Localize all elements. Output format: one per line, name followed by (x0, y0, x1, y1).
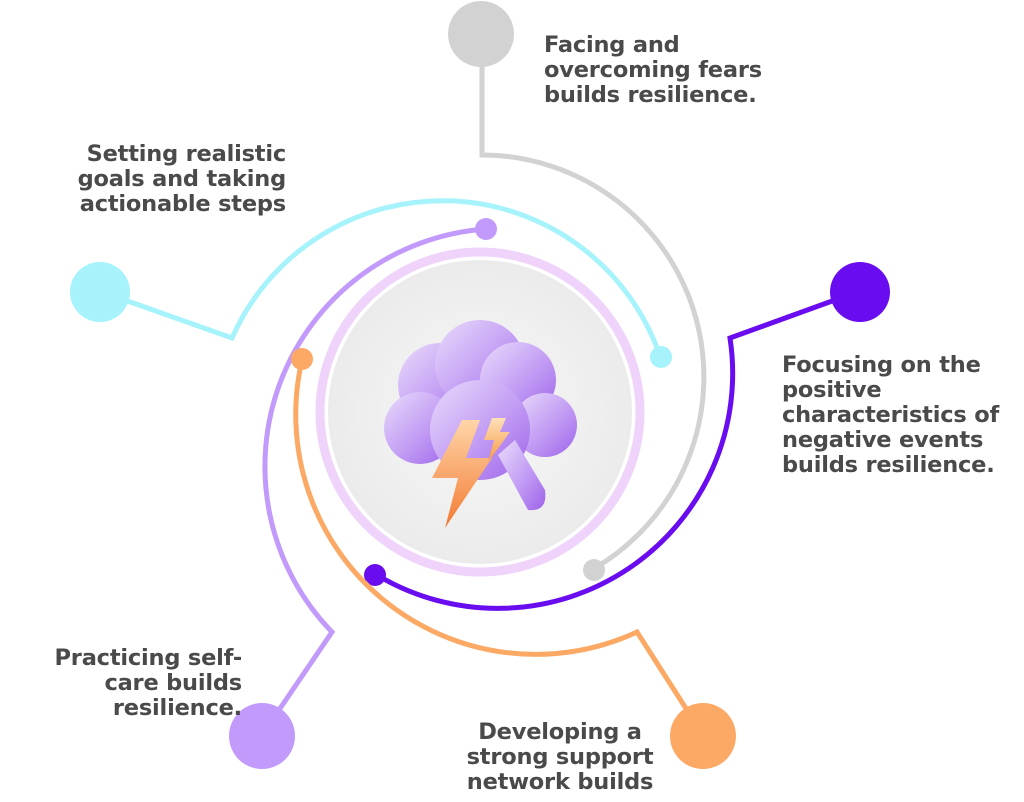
connector-selfcare-line (259, 226, 489, 738)
node-positive (830, 262, 890, 322)
node-goals (70, 262, 130, 322)
node-selfcare (229, 703, 295, 769)
label-support: Developing a strong support network buil… (466, 719, 654, 795)
connector-support (291, 348, 736, 769)
end-dot-support (291, 348, 313, 370)
end-dot-selfcare (475, 218, 497, 240)
node-support (670, 703, 736, 769)
connector-fears-line (479, 57, 707, 571)
storm-cloud-lightning-icon (384, 320, 577, 528)
label-positive: Focusing on the positive characteristics… (782, 352, 1000, 478)
label-goals: Setting realistic goals and taking actio… (77, 141, 287, 217)
connector-positive-line (374, 289, 860, 611)
label-selfcare: Practicing self- care builds resilience. (54, 645, 243, 721)
connector-positive (364, 262, 890, 611)
connector-fears (448, 1, 707, 581)
lightning-bolt-small (484, 418, 510, 462)
label-fears: Facing and overcoming fears builds resil… (544, 32, 762, 108)
end-dot-goals (650, 346, 672, 368)
connector-selfcare (229, 218, 497, 769)
connector-goals (70, 198, 672, 368)
node-fears (448, 1, 514, 67)
end-dot-fears (583, 559, 605, 581)
lightning-bolt-large (432, 420, 492, 528)
connector-goals-line (102, 198, 663, 359)
connector-support-line (293, 357, 706, 738)
end-dot-positive (364, 564, 386, 586)
